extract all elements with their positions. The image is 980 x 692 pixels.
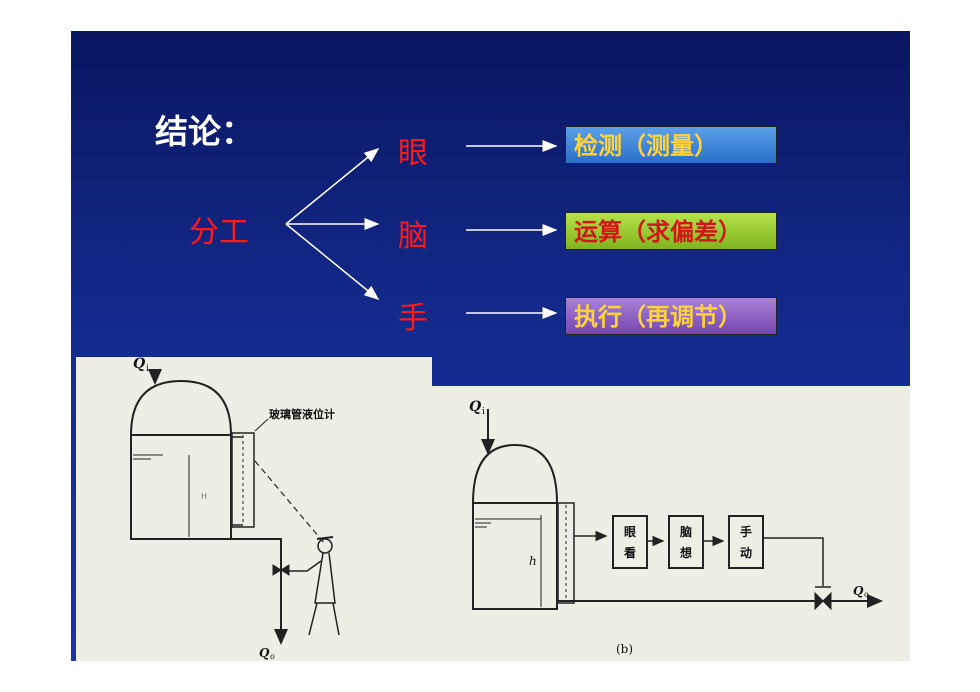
tank-a-body [130,434,232,540]
figure-b-inflow-label: Q [469,399,481,415]
block-brain-think [668,515,704,569]
figure-a [130,369,340,645]
branch-arrow-hand [285,223,380,300]
branch-arrow-eye [285,148,380,225]
gauge-label: 玻璃管液位计 [269,407,335,421]
figure-b-outflow-sub: o [864,590,869,599]
valve-b [814,591,832,611]
operator-legs [308,602,340,636]
figure-b-outflow-label: Q [853,584,864,598]
conclusion-heading: 结论： [155,112,254,151]
organ-eye: 眼 [398,136,428,171]
sight-glass-b [557,502,575,604]
figure-a-outflow-sub: o [270,652,275,661]
function-box-detect: 检测（测量） [565,126,777,164]
figure-b-inflow-sub: i [482,407,485,417]
glass-gauge [231,432,255,528]
figure-a-inflow-label: Q [133,356,145,372]
outlet-pipe-a [231,538,282,639]
block-eye-char-2: 看 [624,545,636,560]
operator-arm [306,560,322,572]
figure-a-inflow-sub: i [146,364,149,374]
level-control-figures: Q i 玻璃管液位计 H Q o Q [130,356,883,661]
block-hand-char-1: 手 [740,524,752,539]
figure-b-height-label: h [529,554,537,568]
signal-to-valve [763,537,824,586]
tank-a-dome [130,379,232,436]
block-brain-char-1: 脑 [679,524,692,539]
block-brain-char-2: 想 [679,545,692,560]
tank-b-body [472,502,558,610]
sight-line [254,460,326,545]
operator-head [317,538,333,554]
valve-a [272,564,290,576]
organ-brain: 脑 [398,219,428,254]
operator-body [314,552,336,604]
figure-a-height-label: H [201,492,207,501]
block-eye-look [612,515,648,569]
figure-a-outflow-label: Q [259,646,270,660]
tank-b-dome [472,443,558,504]
function-box-compute: 运算（求偏差） [565,212,777,250]
block-hand-move [728,515,764,569]
block-eye-char-1: 眼 [624,525,636,539]
figure-b [472,409,883,611]
block-hand-char-2: 动 [740,546,752,560]
division-arrows [285,140,558,319]
organ-hand: 手 [398,301,428,336]
figure-b-caption: (b) [616,642,633,656]
function-box-execute: 执行（再调节） [565,297,777,335]
division-label: 分工 [189,215,249,250]
slide: 结论： 分工 眼 脑 手 检测（测量） 运算（求偏差） 执行（再调节） [71,31,910,661]
